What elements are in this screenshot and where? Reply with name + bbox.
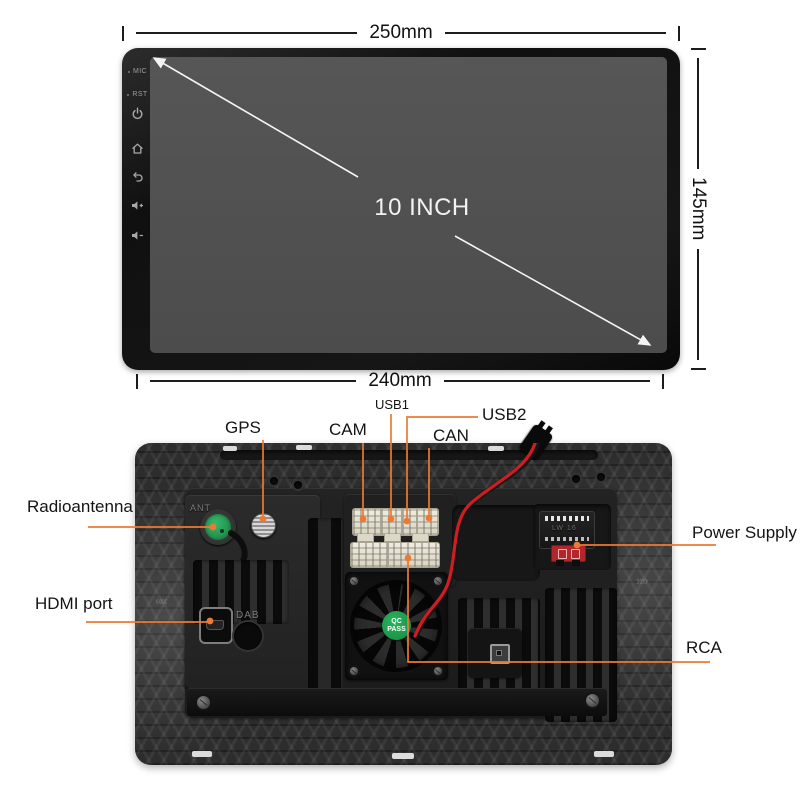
dimension-right-label: 145mm [688,177,709,241]
bottom-bar [187,688,607,716]
dimension-tick [690,368,706,371]
reset-label: RST [125,91,150,98]
dimension-bottom: 240mm [136,370,665,391]
bar-screw [586,694,599,707]
gps-connector [251,513,276,538]
connector-tab [412,534,429,542]
label-can: CAN [433,426,469,445]
mount-slot [296,445,312,450]
fan-screw [434,577,442,585]
head-unit-back: ANT DAB QC PASS [135,420,672,765]
fuse-tab [556,560,564,566]
label-cam: CAM [329,420,367,439]
dimension-tick [662,373,665,389]
screw-hole [572,475,580,483]
dimension-line [136,32,358,34]
dimension-top-label: 250mm [369,22,433,43]
back-icon [125,171,150,184]
screw-hole [294,481,302,489]
head-unit-front: 10 INCH MIC RST [122,48,680,370]
mount-slot [392,753,414,759]
hdmi-port [199,607,233,644]
dab-connector-hole [234,622,262,650]
label-usb1: USB1 [375,397,409,412]
volume-down-icon [125,229,150,242]
qc-pass-sticker: QC PASS [382,611,411,640]
screen-size-text: 10 INCH [374,194,470,221]
label-gps: GPS [225,418,261,437]
mount-slot [488,446,504,451]
label-rca: RCA [686,638,722,657]
dimension-line [443,380,651,382]
chevron-emboss: «« [155,593,168,608]
home-icon [125,142,150,155]
label-radioantenna: Radioantenna [27,497,133,516]
dimension-line [697,58,699,170]
harness-connector-top [352,508,439,536]
fan-screw [350,667,358,675]
mic-hole [127,70,130,73]
volume-up-icon [125,199,150,212]
dab-embossed-text: DAB [236,610,260,621]
power-icon [125,107,150,120]
dimension-top: 250mm [122,22,681,43]
dimension-bottom-label: 240mm [368,370,432,391]
power-connector-body: LW 16 [539,511,595,549]
power-pins [545,516,589,521]
hdmi-slot [206,620,224,630]
label-usb2: USB2 [482,405,527,424]
connector-tab [357,534,374,542]
chevron-emboss: »» [636,573,649,588]
dimension-tick [122,25,124,41]
connector-tab [384,534,401,542]
mount-slot [192,751,212,757]
dimension-line [150,380,357,382]
dimension-tick [690,48,706,50]
fan-screw [350,577,358,585]
dimension-line [444,32,667,34]
pcb-metal-component [490,644,510,664]
dimension-line [697,248,699,361]
ant-embossed-text: ANT [190,503,211,513]
fuse-tab [572,560,580,566]
power-pins [545,537,589,541]
label-power-supply: Power Supply [692,523,797,542]
reset-hole [127,93,130,96]
mic-label: MIC [125,68,150,75]
mount-slot [223,446,237,451]
dimension-tick [136,373,138,389]
mount-slot [594,751,614,757]
bar-screw [197,696,210,709]
heatsink-slots-center [308,518,344,700]
fan-screw [434,667,442,675]
harness-connector-lower [350,542,440,568]
radio-antenna-connector [200,509,236,545]
center-recess [452,505,540,581]
label-hdmi: HDMI port [35,594,113,613]
dimension-right: 145mm [688,48,709,371]
screw-hole [597,473,605,481]
power-plug-text: LW 16 [552,525,577,532]
screw-hole [270,477,278,485]
dimension-tick [678,25,681,41]
